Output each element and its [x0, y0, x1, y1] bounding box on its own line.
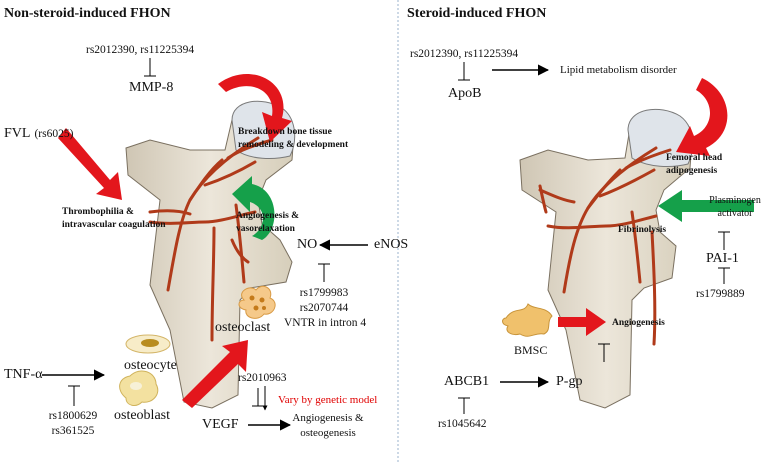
enos-gene: eNOS	[374, 237, 409, 252]
abcb1-snp: rs1045642	[438, 418, 487, 430]
osteoclast-icon	[238, 285, 276, 319]
pai1-gene: PAI-1	[706, 251, 739, 266]
osteoblast-label: osteoblast	[114, 408, 170, 423]
right-femur-illustration	[519, 108, 694, 409]
vegf-snp: rs2010963	[238, 372, 287, 384]
fvl-label: FVL (rs6025)	[4, 126, 74, 141]
plasminogen-activator: Plasminogen activator	[709, 195, 761, 219]
pgp-product: P-gp	[556, 374, 583, 389]
bmsc-cell-icon	[502, 303, 553, 337]
fvl-red-arrow	[58, 128, 122, 200]
vegf-gene: VEGF	[202, 417, 239, 432]
apob-outcome: Femoral head adipogenesis	[666, 153, 723, 176]
vegf-note: Vary by genetic model	[278, 394, 378, 406]
osteoblast-red-arrow	[182, 340, 248, 408]
tnf-gene: TNF-α	[4, 367, 43, 382]
mmp8-gene: MMP-8	[129, 80, 174, 95]
mmp8-red-curved-arrow	[218, 73, 292, 142]
apob-gene: ApoB	[448, 86, 482, 101]
vegf-effect: Angiogenesis & osteogenesis	[292, 412, 364, 439]
osteoblast-icon	[119, 370, 159, 406]
mmp8-snps: rs2012390, rs11225394	[86, 44, 195, 56]
bmsc-red-arrow	[558, 308, 606, 336]
osteocyte-icon	[125, 334, 171, 354]
fibrinolysis-label: Fibrinolysis	[618, 225, 667, 235]
eno-green-curved-arrow	[232, 176, 275, 240]
mmp8-effect: Breakdown bone tissue remodeling & devel…	[238, 127, 349, 150]
bmsc-label: BMSC	[514, 343, 548, 357]
abcb1-gene: ABCB1	[444, 374, 490, 389]
fvl-effect: Thrombophilia & intravascular coagulatio…	[62, 207, 166, 230]
osteoclast-label: osteoclast	[215, 320, 271, 335]
pai1-snp: rs1799889	[696, 288, 745, 300]
no-product: NO	[297, 237, 318, 252]
tnf-snps: rs1800629 rs361525	[48, 410, 98, 437]
right-panel-title: Steroid-induced FHON	[407, 6, 547, 21]
angiogenesis-label: Angiogenesis	[612, 318, 665, 328]
enos-effect: Angiogenesis & vasorelaxation	[236, 211, 300, 234]
osteocyte-label: osteocyte	[124, 358, 177, 373]
lipid-red-curved-arrow	[676, 78, 728, 156]
apob-effect: Lipid metabolism disorder	[560, 64, 677, 76]
apob-snps: rs2012390, rs11225394	[410, 48, 519, 60]
left-panel-title: Non-steroid-induced FHON	[4, 6, 171, 21]
pai1-green-arrow	[658, 190, 754, 222]
enos-snps: rs1799983 rs2070744 VNTR in intron 4	[284, 287, 367, 329]
